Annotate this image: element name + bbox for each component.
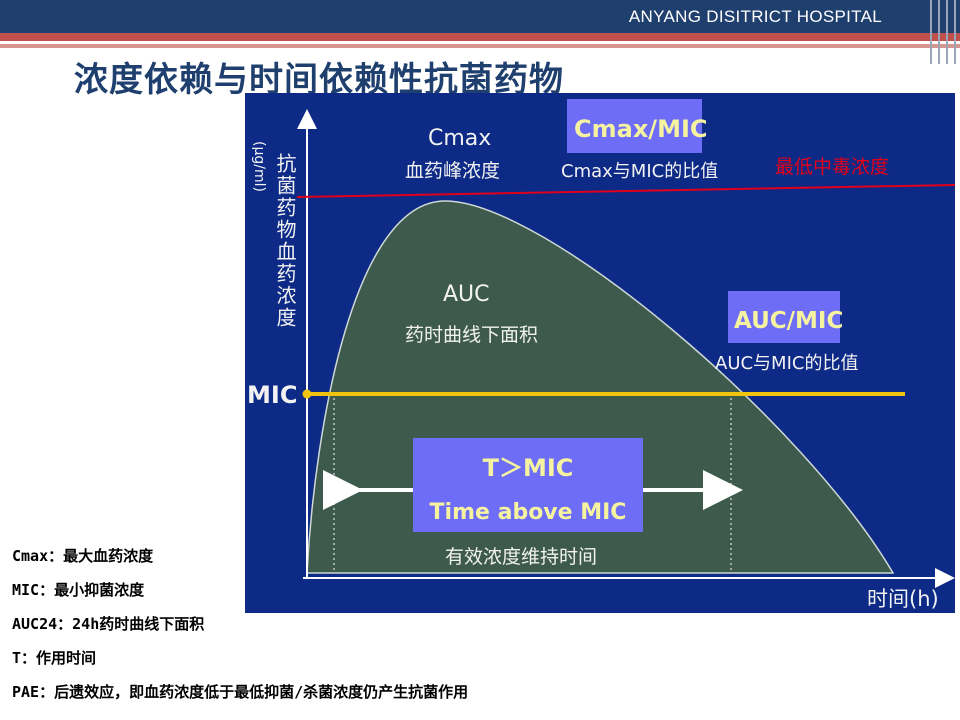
toxic-concentration-label: 最低中毒浓度 <box>775 156 889 178</box>
cmax-mic-caption: Cmax与MIC的比值 <box>561 161 718 182</box>
y-axis-label: 抗菌药物血药浓度 <box>273 153 297 329</box>
time-above-mic-box <box>413 438 643 532</box>
auc-mic-box <box>728 291 840 343</box>
header-accent-stripe-thin <box>0 44 960 48</box>
mic-axis-label: MIC <box>247 381 297 409</box>
note-cmax: Cmax：最大血药浓度 <box>12 547 154 565</box>
note-t: T：作用时间 <box>12 649 97 667</box>
cmax-caption: 血药峰浓度 <box>405 160 500 182</box>
header-accent-stripe <box>0 33 960 41</box>
toxic-concentration-line <box>296 184 956 198</box>
auc-caption: 药时曲线下面积 <box>405 324 538 346</box>
auc-mic-caption: AUC与MIC的比值 <box>715 353 858 374</box>
cmax-label: Cmax <box>428 126 491 151</box>
definition-notes: Cmax：最大血药浓度 MIC：最小抑菌浓度 AUC24：24h药时曲线下面积 … <box>12 545 468 715</box>
note-auc24: AUC24：24h药时曲线下面积 <box>12 615 205 633</box>
mic-point <box>302 389 312 399</box>
time-above-mic-line1: T＞MIC <box>483 454 574 482</box>
hospital-name: ANYANG DISITRICT HOSPITAL <box>628 7 882 26</box>
pk-diagram: 抗菌药物血药浓度 (μg/ml) Cmax 血药峰浓度 Cmax/MIC Cma… <box>247 99 956 611</box>
y-axis-unit: (μg/ml) <box>251 141 267 192</box>
cmax-mic-box-label: Cmax/MIC <box>574 115 708 143</box>
header-bar: ANYANG DISITRICT HOSPITAL <box>0 0 960 33</box>
cmax-mic-box <box>567 99 702 153</box>
auc-label: AUC <box>443 282 490 307</box>
header-decoration <box>924 0 960 64</box>
time-above-mic-line2: Time above MIC <box>430 500 627 525</box>
pk-diagram-panel: 抗菌药物血药浓度 (μg/ml) Cmax 血药峰浓度 Cmax/MIC Cma… <box>245 93 956 613</box>
auc-mic-box-label: AUC/MIC <box>734 308 843 334</box>
note-pae: PAE：后遗效应，即血药浓度低于最低抑菌/杀菌浓度仍产生抗菌作用 <box>12 683 469 701</box>
time-above-mic-caption: 有效浓度维持时间 <box>445 546 597 568</box>
note-mic: MIC：最小抑菌浓度 <box>12 581 145 599</box>
x-axis-label: 时间(h) <box>867 587 939 611</box>
